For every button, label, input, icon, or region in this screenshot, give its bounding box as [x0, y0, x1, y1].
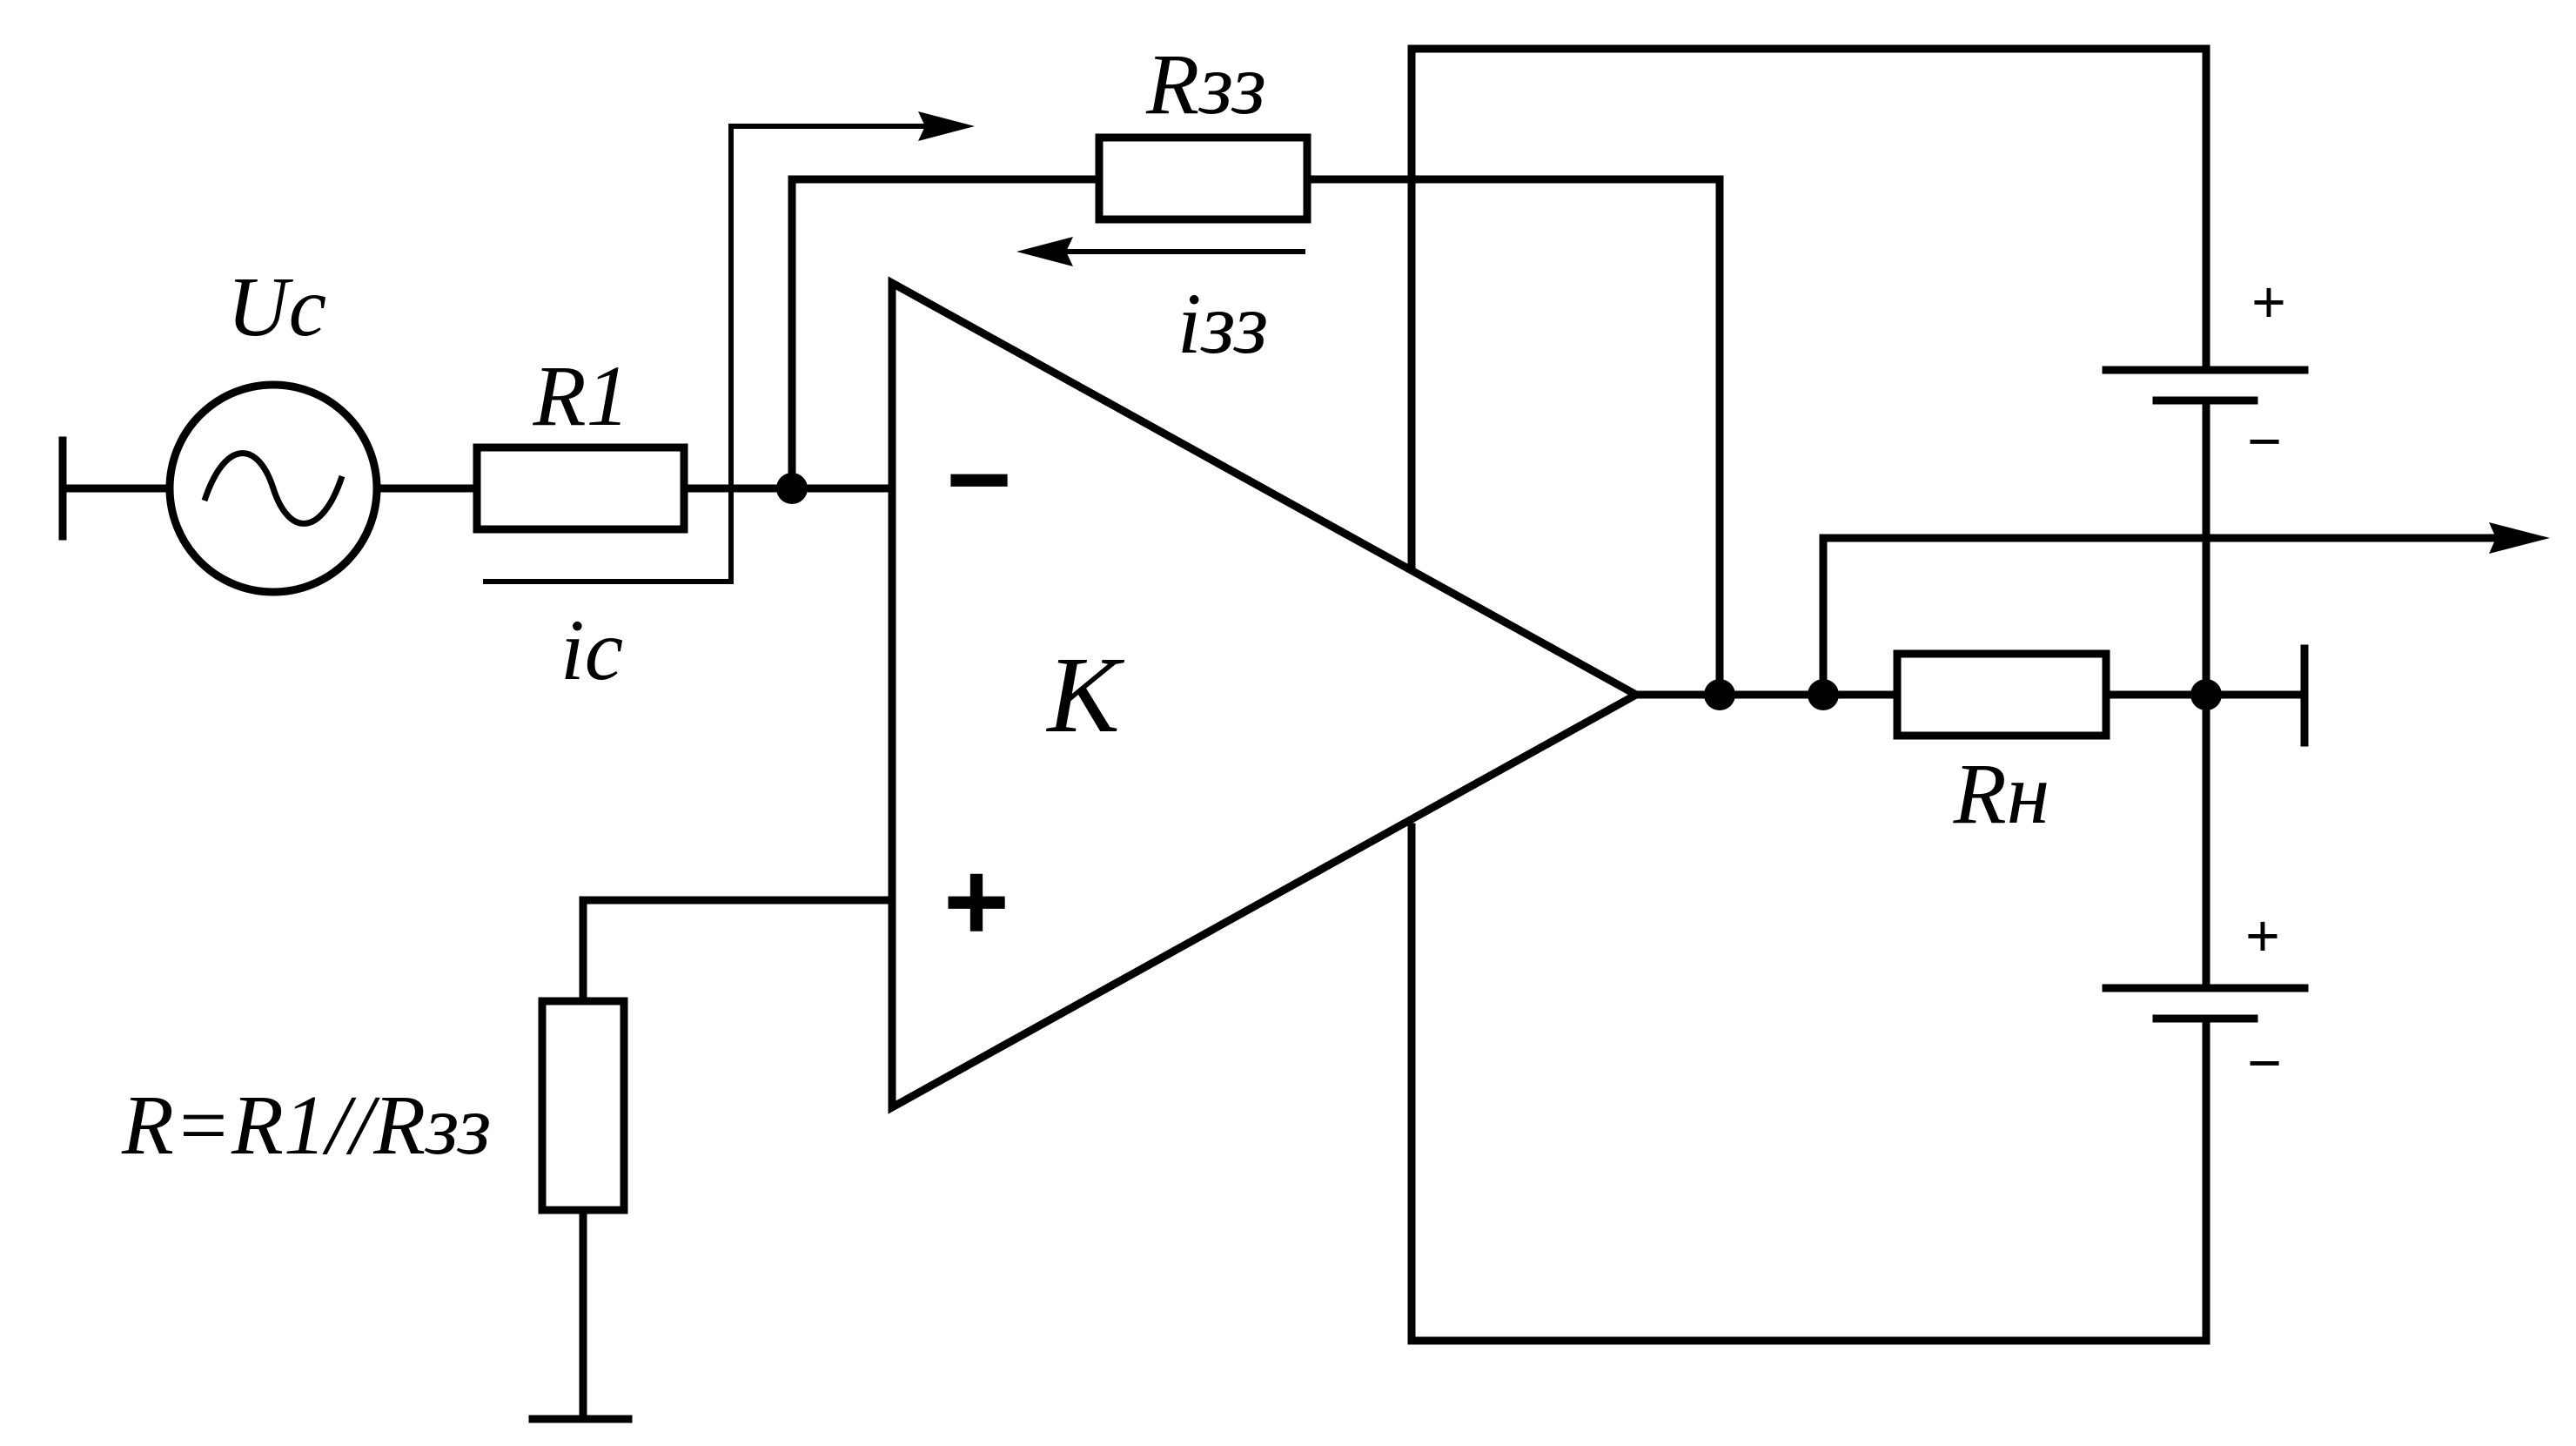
battery-bottom-plus-label: + [2245, 903, 2280, 969]
ic-label: ic [560, 602, 623, 698]
sine-wave-icon [201, 450, 345, 527]
r1-label: R1 [532, 347, 629, 444]
resistor-r [538, 997, 628, 1214]
junction-output-tap-node [1808, 679, 1839, 710]
junction-supply-midpoint-node [2190, 679, 2222, 710]
rn-label: Rн [1953, 745, 2050, 842]
battery-bottom-minus-label: − [2247, 1030, 2282, 1096]
resistor-rzz: Rзз [1095, 36, 1311, 224]
resistor-rn [1893, 649, 2110, 740]
wire-plus-input-to-r [579, 896, 896, 1005]
battery-top-plus-label: + [2251, 269, 2286, 335]
inverting-input-sign: − [946, 415, 1012, 542]
izz-label: iзз [1177, 275, 1269, 372]
current-arrow-izz: iзз [1016, 237, 1305, 372]
input-ground-symbol [58, 436, 174, 541]
arrow-left-icon [1016, 237, 1073, 266]
noninverting-input-sign: + [943, 837, 1010, 965]
battery-top: + − [2102, 269, 2309, 474]
source-label: Uc [227, 260, 326, 354]
battery-bottom: + − [2102, 903, 2309, 1096]
wire-rzz-to-output [1303, 175, 1724, 696]
wire-output-tap [1819, 534, 2502, 699]
op-amp-triangle [888, 276, 1645, 1114]
current-arrow-ic: ic [483, 111, 975, 698]
output-branch: Rн [1632, 522, 2550, 842]
noninverting-input-branch: R=R1//Rзз [121, 896, 896, 1423]
battery-top-minus-label: − [2247, 408, 2282, 474]
resistor-r1: R1 [473, 347, 688, 534]
op-amp: − + K [888, 276, 1645, 1114]
output-arrow-icon [2489, 522, 2550, 554]
rzz-label: Rзз [1145, 36, 1266, 132]
junction-dots [776, 473, 2222, 710]
ac-voltage-source: Uc [165, 260, 381, 596]
junction-inverting-node [776, 473, 808, 504]
wire-node-to-rzz [788, 175, 1104, 493]
junction-feedback-node [1704, 679, 1735, 710]
gain-label: K [1045, 636, 1124, 756]
feedback-path [788, 175, 1724, 696]
r-eq-label: R=R1//Rзз [121, 1079, 491, 1173]
arrow-right-icon [918, 111, 975, 141]
